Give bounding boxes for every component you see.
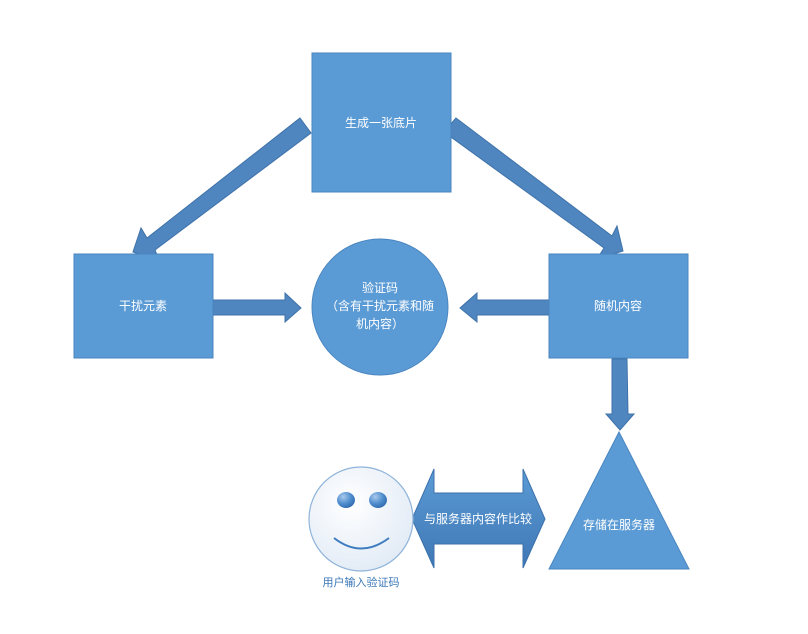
node-random: [548, 253, 689, 359]
node-user-label: 用户输入验证码: [323, 575, 400, 589]
node-captcha: [311, 238, 449, 376]
node-interference-label: 干扰元素: [119, 299, 167, 313]
smiley-face-icon: [308, 466, 414, 572]
node-compare-double-arrow: [411, 468, 546, 569]
node-captcha-label-2: （含有干扰元素和随: [326, 298, 434, 313]
node-interference: [73, 253, 214, 359]
node-compare-label: 与服务器内容作比较: [424, 511, 532, 526]
node-base: [311, 52, 452, 193]
smiley-mouth: [333, 537, 390, 550]
smiley-right-eye: [369, 492, 387, 508]
arrow-random-to-storage: [604, 358, 636, 431]
arrow-base-to-random: [443, 117, 624, 260]
node-storage: [548, 430, 690, 570]
node-captcha-label-1: 验证码: [362, 280, 398, 295]
node-random-label: 随机内容: [594, 298, 642, 313]
arrow-base-to-interference: [132, 117, 312, 263]
node-captcha-label-3: 机内容）: [356, 316, 404, 331]
node-base-label: 生成一张底片: [345, 115, 417, 130]
arrow-interference-to-captcha: [212, 291, 302, 324]
smiley-left-eye: [337, 492, 355, 508]
arrow-random-to-captcha: [459, 291, 550, 324]
node-storage-label: 存储在服务器: [583, 517, 655, 532]
